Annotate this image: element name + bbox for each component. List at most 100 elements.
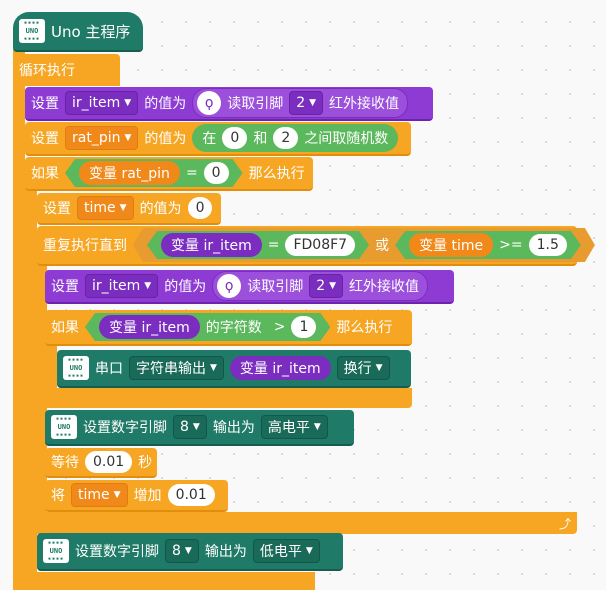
if-label: 如果: [31, 166, 59, 182]
loop-block-left-bar: [13, 50, 25, 590]
equals-condition[interactable]: 变量 rat_pin = 0: [65, 159, 243, 187]
caret-down-icon: ▼: [309, 98, 317, 108]
var-dropdown[interactable]: time▼: [71, 483, 128, 507]
caret-down-icon: ▼: [375, 363, 383, 373]
increase-label: 增加: [133, 488, 162, 504]
wait-label: 等待: [51, 455, 79, 471]
hat-title: Uno 主程序: [51, 22, 131, 41]
var-dropdown[interactable]: time▼: [77, 196, 134, 220]
loop-arrow-icon: ⤴: [558, 517, 571, 531]
compare-value-input[interactable]: 0: [204, 162, 229, 184]
caret-down-icon: ▼: [305, 546, 313, 556]
operator-label: >: [273, 319, 286, 335]
hat-block[interactable]: ▪▪▪▪UNO▪▪▪▪ Uno 主程序: [13, 12, 143, 52]
then-label: 那么执行: [336, 320, 393, 336]
repeat-until-block[interactable]: 重复执行直到 变量 ir_item = FD08F7 或 变量 time >= …: [37, 226, 577, 266]
operator-label: =: [267, 237, 280, 253]
if-ir-item-length-block[interactable]: 如果 变量 ir_item 的字符数 > 1 那么执行: [45, 310, 412, 346]
wait-block[interactable]: 等待 0.01 秒: [45, 448, 157, 478]
pin-dropdown[interactable]: 8▼: [173, 415, 207, 439]
gte-condition[interactable]: 变量 time >= 1.5: [395, 231, 581, 259]
caret-down-icon: ▼: [313, 422, 321, 432]
digital-write-high-block[interactable]: ▪▪▪▪UNO▪▪▪▪ 设置数字引脚 8▼ 输出为 高电平▼: [45, 410, 354, 446]
var-dropdown[interactable]: rat_pin▼: [65, 126, 139, 150]
length-label: 的字符数: [205, 320, 262, 336]
if1-left-bar: [25, 185, 37, 590]
set-label: 设置: [43, 201, 71, 217]
output-label: 输出为: [204, 544, 247, 560]
change-time-block[interactable]: 将 time▼ 增加 0.01: [45, 480, 228, 512]
var-ir-item-reporter[interactable]: 变量 ir_item: [161, 233, 262, 257]
read-ir-reporter[interactable]: ϙ 读取引脚 2▼ 红外接收值: [192, 88, 409, 118]
random-min-input[interactable]: 0: [222, 127, 248, 149]
pin-dropdown[interactable]: 8▼: [165, 539, 199, 563]
seconds-label: 秒: [138, 455, 153, 471]
ir-recv-label: 红外接收值: [329, 96, 400, 112]
repeat-label: 重复执行直到: [43, 238, 127, 254]
set-rat-pin-block[interactable]: 设置 rat_pin▼ 的值为 在 0 和 2 之间取随机数: [25, 122, 411, 156]
set-label: 设置: [31, 96, 59, 112]
value-of-label: 的值为: [144, 131, 187, 147]
uno-board-icon: ▪▪▪▪UNO▪▪▪▪: [19, 19, 45, 43]
caret-down-icon: ▼: [119, 203, 127, 213]
caret-down-icon: ▼: [329, 281, 337, 291]
if2-bottom: [45, 388, 412, 408]
caret-down-icon: ▼: [124, 133, 132, 143]
serial-label: 串口: [95, 361, 123, 377]
caret-down-icon: ▼: [210, 363, 217, 373]
uno-board-icon: ▪▪▪▪UNO▪▪▪▪: [63, 356, 89, 380]
change-label: 将: [51, 488, 65, 504]
set-ir-item-block[interactable]: 设置 ir_item▼ 的值为 ϙ 读取引脚 2▼ 红外接收值: [25, 87, 433, 121]
level-dropdown[interactable]: 低电平▼: [252, 539, 320, 563]
repeat-left-bar: [37, 258, 47, 534]
set-label: 设置: [31, 131, 59, 147]
gt-condition[interactable]: 变量 ir_item 的字符数 > 1: [85, 313, 330, 341]
var-ir-item-reporter[interactable]: 变量 ir_item: [99, 315, 200, 339]
operator-label: >=: [499, 237, 523, 253]
equals-condition[interactable]: 变量 ir_item = FD08F7: [147, 231, 369, 259]
var-ir-item-reporter[interactable]: 变量 ir_item: [229, 356, 331, 380]
random-max-input[interactable]: 2: [273, 127, 299, 149]
value-of-label: 的值为: [139, 201, 182, 217]
caret-down-icon: ▼: [124, 98, 132, 108]
if-rat-pin-block[interactable]: 如果 变量 rat_pin = 0 那么执行: [25, 157, 313, 191]
digital-label: 设置数字引脚: [83, 420, 167, 436]
read-pin-label: 读取引脚: [227, 96, 284, 112]
or-label: 或: [375, 238, 390, 254]
value-input[interactable]: 0: [187, 197, 213, 219]
serial-mode-dropdown[interactable]: 字符串输出▼: [129, 356, 224, 380]
var-dropdown[interactable]: ir_item▼: [85, 274, 159, 298]
read-ir-reporter[interactable]: ϙ 读取引脚 2▼ 红外接收值: [212, 271, 429, 301]
compare-value-input[interactable]: 1.5: [529, 234, 567, 256]
var-time-reporter[interactable]: 变量 time: [409, 233, 493, 257]
compare-value-input[interactable]: FD08F7: [285, 234, 355, 256]
caret-down-icon: ▼: [192, 422, 200, 432]
loop-block-top[interactable]: 循环执行: [13, 54, 120, 86]
uno-board-icon: ▪▪▪▪UNO▪▪▪▪: [43, 539, 69, 563]
var-dropdown[interactable]: ir_item▼: [65, 91, 139, 115]
output-label: 输出为: [212, 420, 255, 436]
serial-print-block[interactable]: ▪▪▪▪UNO▪▪▪▪ 串口 字符串输出▼ 变量 ir_item 换行▼: [57, 350, 411, 388]
then-label: 那么执行: [248, 166, 305, 182]
pin-dropdown[interactable]: 2▼: [289, 91, 324, 115]
wait-seconds-input[interactable]: 0.01: [85, 451, 133, 473]
level-dropdown[interactable]: 高电平▼: [260, 415, 328, 439]
pin-dropdown[interactable]: 2▼: [309, 274, 344, 298]
digital-label: 设置数字引脚: [75, 544, 159, 560]
var-rat-pin-reporter[interactable]: 变量 rat_pin: [79, 161, 180, 185]
newline-dropdown[interactable]: 换行▼: [336, 356, 390, 380]
set-ir-item-block-inner[interactable]: 设置 ir_item▼ 的值为 ϙ 读取引脚 2▼ 红外接收值: [45, 270, 454, 304]
ir-sensor-icon: ϙ: [197, 91, 222, 115]
operator-label: =: [185, 165, 198, 181]
caret-down-icon: ▼: [184, 546, 192, 556]
digital-write-low-block[interactable]: ▪▪▪▪UNO▪▪▪▪ 设置数字引脚 8▼ 输出为 低电平▼: [37, 533, 343, 571]
random-reporter[interactable]: 在 0 和 2 之间取随机数: [192, 124, 399, 152]
set-time-block[interactable]: 设置 time▼ 的值为 0: [37, 193, 221, 225]
ir-sensor-icon: ϙ: [217, 274, 242, 298]
value-of-label: 的值为: [164, 279, 207, 295]
or-condition[interactable]: 变量 ir_item = FD08F7 或 变量 time >= 1.5: [133, 228, 595, 262]
increase-value-input[interactable]: 0.01: [167, 484, 215, 506]
repeat-bottom[interactable]: ⤴: [37, 512, 577, 534]
compare-value-input[interactable]: 1: [291, 316, 316, 338]
value-of-label: 的值为: [144, 96, 187, 112]
